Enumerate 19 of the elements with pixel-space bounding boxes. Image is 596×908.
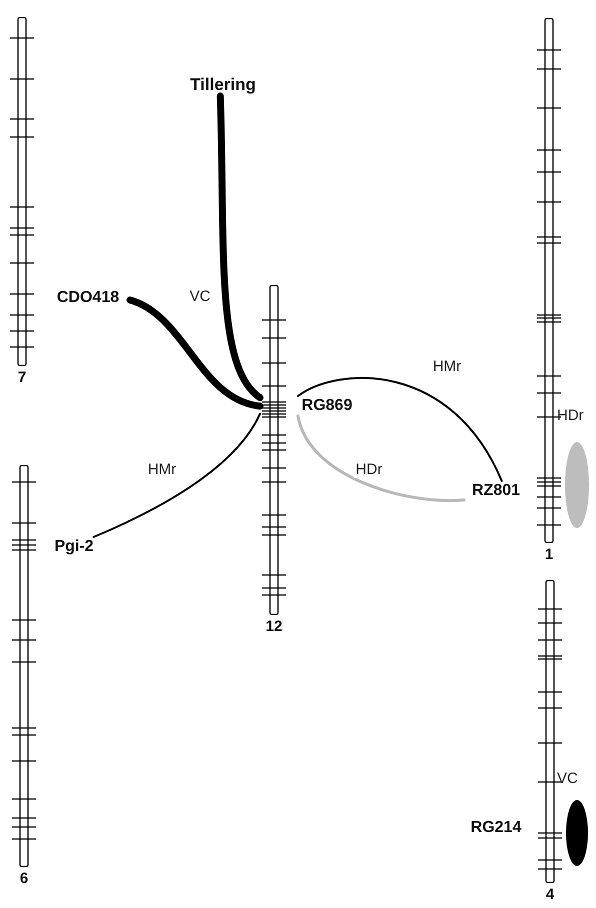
- trait-annotation: HDr: [557, 408, 584, 424]
- edge-label: HDr: [354, 462, 384, 478]
- marker-label: CDO418: [56, 288, 120, 308]
- linkage-line: [126, 296, 264, 410]
- chromosome-number: 7: [18, 368, 26, 388]
- marker-label: RG214: [470, 818, 522, 838]
- linkage-line: [216, 92, 264, 402]
- linkage-line: [296, 414, 466, 502]
- linkage-line: [297, 377, 503, 482]
- marker-label: Pgi-2: [54, 537, 94, 557]
- trait-annotation: VC: [557, 771, 578, 787]
- marker-label: RZ801: [472, 481, 520, 501]
- marker-label: RG869: [302, 396, 352, 416]
- chromosome-number: 6: [20, 869, 28, 889]
- chromosome-number: 12: [266, 617, 282, 637]
- chromosome-number: 1: [544, 545, 554, 565]
- linkage-line: [92, 412, 261, 538]
- trait-label: Tillering: [190, 75, 256, 95]
- chromosome-number: 4: [546, 885, 554, 905]
